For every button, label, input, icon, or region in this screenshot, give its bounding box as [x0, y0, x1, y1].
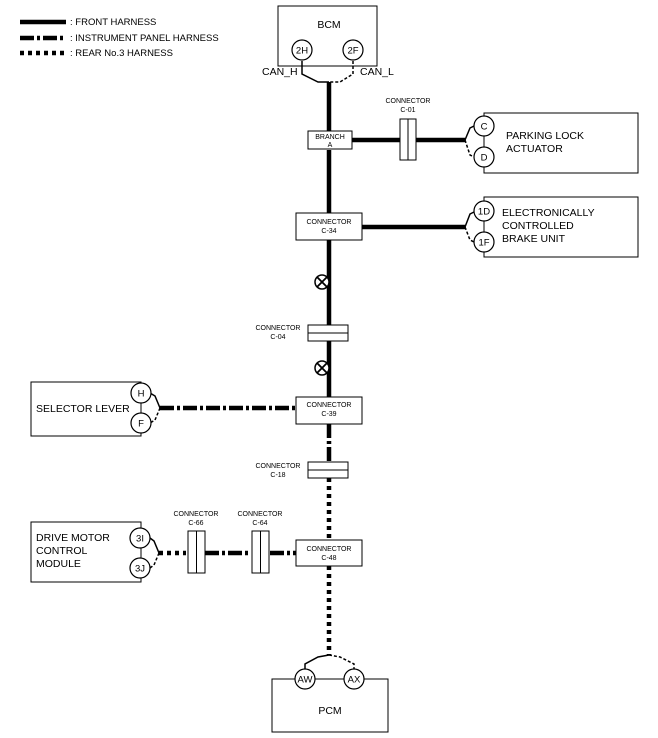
parking-lock-pin-c: [473, 115, 495, 137]
connector-c39-line1: CONNECTOR: [307, 402, 352, 409]
drive-motor-line2: CONTROL: [36, 545, 87, 557]
selector-lever-box: [30, 381, 142, 437]
brake-unit-lead-1d: [464, 211, 475, 228]
pcm-pin-ax-label: AX: [348, 675, 361, 686]
brake-unit-line1: ELECTRONICALLY: [502, 207, 595, 219]
branch-a-line1: BRANCH: [315, 134, 345, 141]
connector-c64: CONNECTOR C-64: [238, 511, 283, 574]
drive-motor-pin-3j: [129, 557, 151, 579]
pcm-module: PCM AW AX: [271, 654, 389, 733]
selector-lever: SELECTOR LEVER H F: [30, 381, 161, 437]
connector-c64-line2: C-64: [252, 520, 267, 527]
brake-unit-line3: BRAKE UNIT: [502, 233, 566, 245]
pcm-lead-aw: [304, 654, 330, 669]
bcm-pin-2f-label: 2F: [347, 46, 358, 57]
connector-c64-line1: CONNECTOR: [238, 511, 283, 518]
selector-lead-h: [149, 392, 161, 409]
selector-lead-f: [149, 407, 161, 424]
brake-unit-pin-1d-label: 1D: [478, 207, 490, 218]
bcm-box: [277, 5, 378, 67]
twisted-pair-symbol-lower: [314, 360, 330, 376]
pcm-pin-aw-label: AW: [298, 675, 313, 686]
connector-c66-line2: C-66: [188, 520, 203, 527]
connector-c18-line1: CONNECTOR: [256, 463, 301, 470]
bcm-pin-2f: [342, 39, 364, 61]
pcm-label: PCM: [318, 705, 341, 717]
pcm-pin-ax: [343, 668, 365, 690]
parking-lock-line1: PARKING LOCK: [506, 130, 584, 142]
parking-lock-pin-d: [473, 146, 495, 168]
connector-c48-line2: C-48: [321, 555, 336, 562]
bcm-can-l-lead: [329, 61, 354, 83]
drive-motor-pin-3i: [129, 527, 151, 549]
selector-pin-h: [130, 382, 152, 404]
pcm-lead-ax: [328, 654, 355, 669]
bcm-label: BCM: [317, 19, 340, 31]
connector-c66-line1: CONNECTOR: [174, 511, 219, 518]
connector-c39-line2: C-39: [321, 411, 336, 418]
brake-unit-pin-1f: [473, 231, 495, 253]
branch-a: BRANCH A: [307, 130, 353, 150]
connector-c48-line1: CONNECTOR: [307, 546, 352, 553]
connector-c48-box: [295, 539, 363, 567]
connector-c04-line1: CONNECTOR: [256, 325, 301, 332]
connector-c39: CONNECTOR C-39: [295, 396, 363, 425]
connector-c01-line1: CONNECTOR: [386, 98, 431, 105]
selector-pin-f: [130, 412, 152, 434]
pcm-box: [271, 678, 389, 733]
brake-unit: ELECTRONICALLY CONTROLLED BRAKE UNIT 1D …: [464, 196, 639, 258]
connector-c39-box: [295, 396, 363, 425]
connector-c34: CONNECTOR C-34: [295, 212, 363, 241]
connector-c48: CONNECTOR C-48: [295, 539, 363, 567]
brake-unit-lead-1f: [464, 226, 475, 243]
twisted-pair-symbol-upper: [314, 274, 330, 290]
brake-unit-pin-1d: [473, 200, 495, 222]
parking-lock-pin-c-label: C: [481, 122, 488, 133]
drive-motor-lead-3i: [149, 537, 160, 554]
parking-lock-lead-c: [464, 125, 475, 141]
legend: : FRONT HARNESS : INSTRUMENT PANEL HARNE…: [20, 17, 219, 59]
bcm-can-h-lead: [301, 61, 329, 83]
parking-lock-line2: ACTUATOR: [506, 143, 563, 155]
parking-lock-box: [483, 112, 639, 174]
drive-motor-pin-3j-label: 3J: [135, 564, 145, 575]
connector-c34-line2: C-34: [321, 228, 336, 235]
connector-c04: CONNECTOR C-04: [256, 324, 349, 342]
branch-a-line2: A: [328, 142, 333, 149]
drive-motor-lead-3j: [149, 552, 160, 569]
connector-c01-line2: C-01: [400, 107, 415, 114]
drive-motor-pin-3i-label: 3I: [136, 534, 144, 545]
drive-motor-box: [30, 521, 142, 583]
pcm-pin-aw: [294, 668, 316, 690]
connector-c34-box: [295, 212, 363, 241]
parking-lock-actuator: PARKING LOCK ACTUATOR C D: [464, 112, 639, 174]
drive-motor-line1: DRIVE MOTOR: [36, 532, 110, 544]
drive-motor-control-module: DRIVE MOTOR CONTROL MODULE 3I 3J: [30, 521, 160, 583]
legend-front-label: : FRONT HARNESS: [70, 17, 156, 28]
brake-unit-line2: CONTROLLED: [502, 220, 574, 232]
parking-lock-lead-d: [464, 139, 475, 158]
branch-a-box: [307, 130, 353, 150]
bcm-module: BCM 2H 2F CAN_H CAN_L: [262, 5, 394, 83]
brake-unit-box: [483, 196, 639, 258]
bcm-pin-2h: [291, 39, 313, 61]
connector-c01: CONNECTOR C-01: [386, 98, 431, 161]
connector-c66: CONNECTOR C-66: [174, 511, 219, 574]
bcm-can-h-label: CAN_H: [262, 66, 298, 78]
parking-lock-pin-d-label: D: [481, 153, 488, 164]
connector-c04-line2: C-04: [270, 334, 285, 341]
brake-unit-pin-1f-label: 1F: [478, 238, 489, 249]
bcm-pin-2h-label: 2H: [296, 46, 308, 57]
connector-c18: CONNECTOR C-18: [256, 461, 349, 479]
selector-lever-label: SELECTOR LEVER: [36, 403, 130, 415]
connector-c34-line1: CONNECTOR: [307, 219, 352, 226]
connector-c18-line2: C-18: [270, 472, 285, 479]
bcm-can-l-label: CAN_L: [360, 66, 394, 78]
selector-pin-f-label: F: [138, 419, 144, 430]
selector-pin-h-label: H: [138, 389, 145, 400]
legend-panel-label: : INSTRUMENT PANEL HARNESS: [70, 33, 219, 44]
legend-rear-label: : REAR No.3 HARNESS: [70, 48, 173, 59]
drive-motor-line3: MODULE: [36, 558, 81, 570]
